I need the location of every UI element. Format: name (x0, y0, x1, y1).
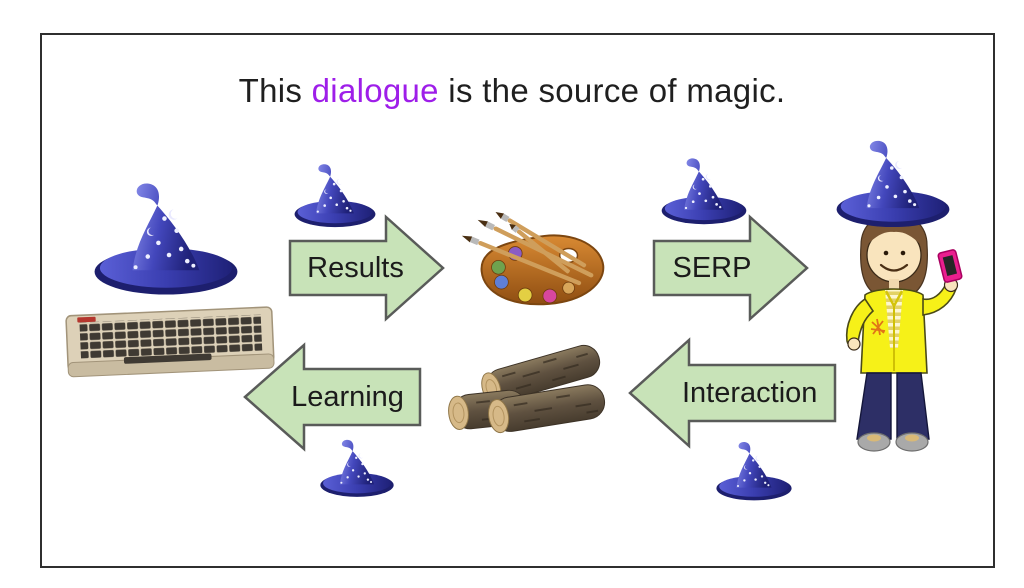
serp-arrow-label: SERP (672, 252, 752, 284)
learning-arrow (243, 342, 422, 452)
serp-arrow (652, 214, 809, 322)
wizard-hat-icon (94, 183, 238, 295)
retro-keyboard-icon (65, 306, 275, 378)
girl-with-phone-icon (836, 140, 963, 452)
jacket-design (870, 318, 886, 336)
wizard-hat-icon (836, 140, 950, 228)
paint-palette-icon (460, 210, 605, 306)
slide-title: This dialogue is the source of magic. (0, 72, 1024, 110)
title-suffix: is the source of magic. (438, 72, 786, 109)
learning-arrow-label: Learning (291, 381, 404, 413)
title-highlight: dialogue (311, 72, 439, 109)
interaction-arrow-label: Interaction (682, 377, 818, 409)
pink-phone-icon (937, 249, 963, 283)
results-arrow-label: Results (307, 252, 404, 284)
wood-logs-icon (448, 344, 606, 434)
title-prefix: This (238, 72, 312, 109)
interaction-arrow (628, 337, 837, 449)
results-arrow (288, 214, 445, 322)
